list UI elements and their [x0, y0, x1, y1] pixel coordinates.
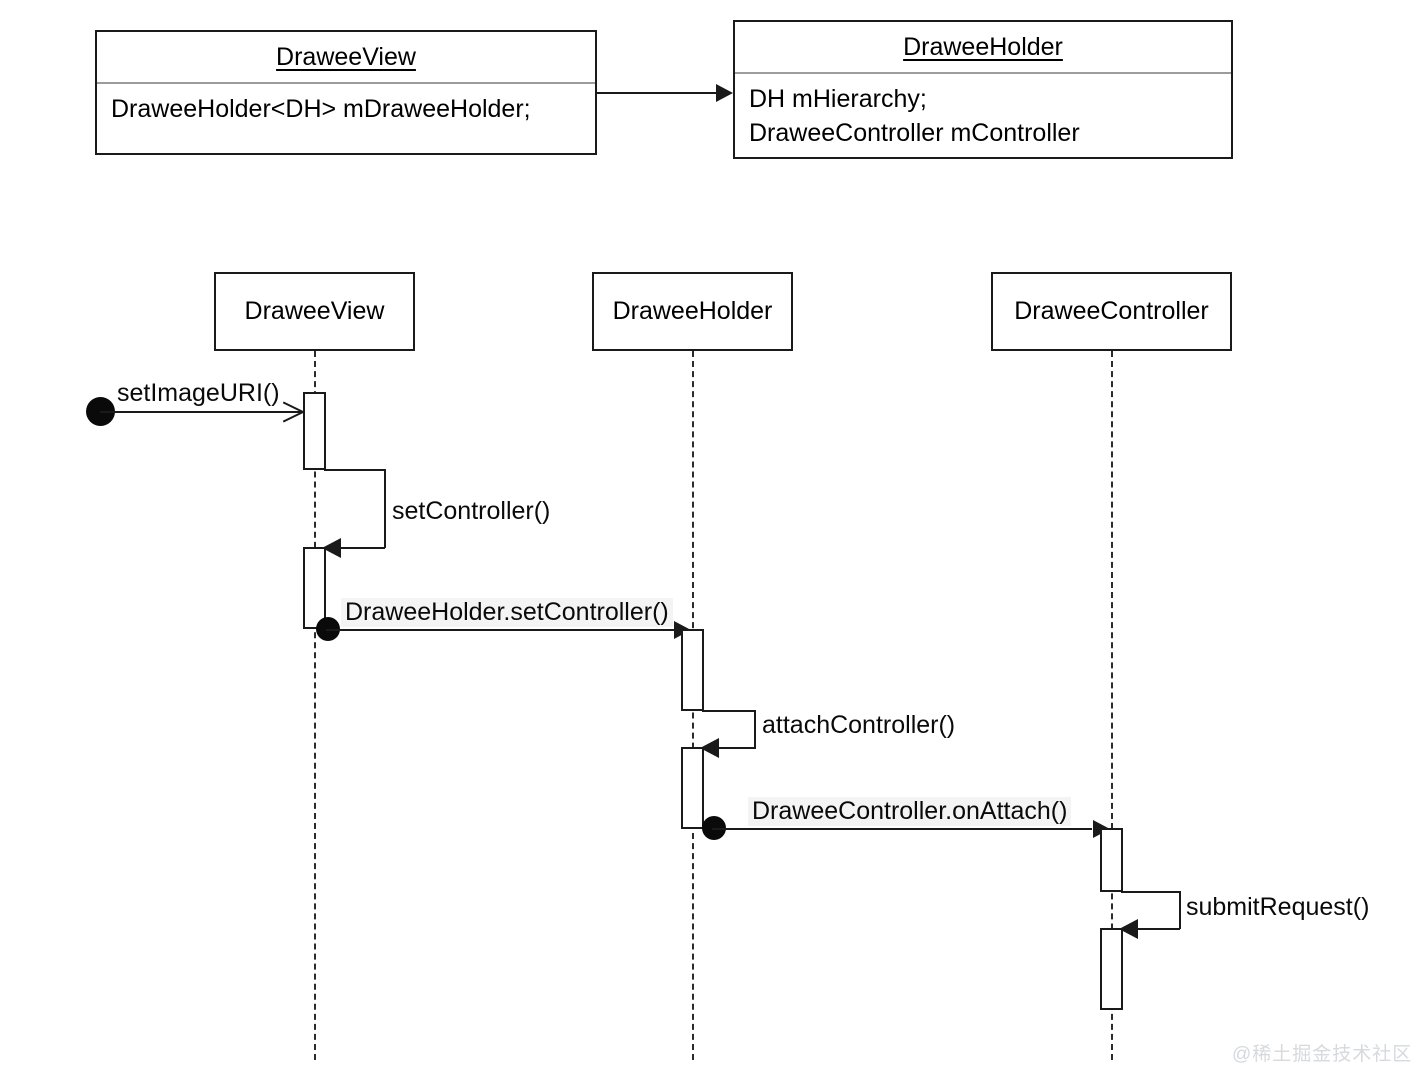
lifeline-draweecontroller [1111, 351, 1113, 1060]
activation-bar-draweecontroller-1 [1100, 828, 1123, 892]
activation-bar-draweeview-2 [303, 547, 326, 629]
class-separator [97, 81, 595, 84]
participant-head-draweeview[interactable]: DraweeView [214, 272, 415, 351]
selfcall-top-submitrequest [1121, 891, 1180, 893]
selfcall-bottom-attachcontroller [718, 747, 756, 749]
association-line [597, 92, 717, 94]
watermark: @稀土掘金技术社区 [1232, 1044, 1413, 1065]
selfcall-bottom-submitrequest [1137, 928, 1180, 930]
association-arrowhead-icon [716, 84, 733, 102]
message-line-setimageuri [100, 411, 303, 413]
class-title: DraweeHolder [903, 33, 1063, 61]
selfcall-arrowhead-icon [700, 738, 719, 758]
selfcall-arrowhead-icon [322, 538, 341, 558]
class-attributes: DH mHierarchy; DraweeController mControl… [735, 74, 1231, 161]
selfcall-bottom-setcontroller [340, 547, 385, 549]
open-arrowhead-icon [281, 398, 304, 424]
selfcall-top-attachcontroller [702, 710, 756, 712]
class-attribute: DraweeController mController [749, 119, 1080, 147]
class-attribute: DH mHierarchy; [749, 84, 927, 113]
selfcall-right-attachcontroller [754, 710, 756, 748]
participant-label: DraweeController [1014, 297, 1209, 325]
message-label-setimageuri: setImageURI() [117, 379, 280, 407]
message-label-draweeholder-setcontroller: DraweeHolder.setController() [341, 598, 673, 627]
class-box-draweeview: DraweeView DraweeHolder<DH> mDraweeHolde… [95, 30, 597, 155]
message-label-draweecontroller-onattach: DraweeController.onAttach() [748, 797, 1072, 826]
activation-bar-draweeholder-1 [681, 629, 704, 711]
participant-label: DraweeHolder [612, 297, 773, 325]
class-title: DraweeView [276, 43, 416, 71]
participant-head-draweecontroller[interactable]: DraweeController [991, 272, 1232, 351]
lifeline-draweeview [314, 351, 316, 1060]
message-label-attachcontroller: attachController() [762, 711, 956, 739]
class-attribute: DraweeHolder<DH> mDraweeHolder; [111, 94, 531, 123]
message-label-submitrequest: submitRequest() [1186, 893, 1370, 921]
message-label-setcontroller: setController() [392, 497, 551, 525]
selfcall-right-setcontroller [384, 469, 386, 548]
selfcall-top-setcontroller [324, 469, 385, 471]
class-box-draweeholder: DraweeHolder DH mHierarchy; DraweeContro… [733, 20, 1233, 159]
message-line-draweeholder-setcontroller [326, 629, 691, 631]
activation-bar-draweeview-1 [303, 392, 326, 470]
activation-bar-draweecontroller-2 [1100, 928, 1123, 1010]
participant-head-draweeholder[interactable]: DraweeHolder [592, 272, 793, 351]
class-attributes: DraweeHolder<DH> mDraweeHolder; [97, 84, 595, 137]
activation-bar-draweeholder-2 [681, 747, 704, 829]
class-separator [735, 71, 1231, 74]
selfcall-arrowhead-icon [1119, 919, 1138, 939]
participant-label: DraweeView [244, 297, 385, 325]
message-line-draweecontroller-onattach [712, 828, 1092, 830]
selfcall-right-submitrequest [1179, 891, 1181, 929]
